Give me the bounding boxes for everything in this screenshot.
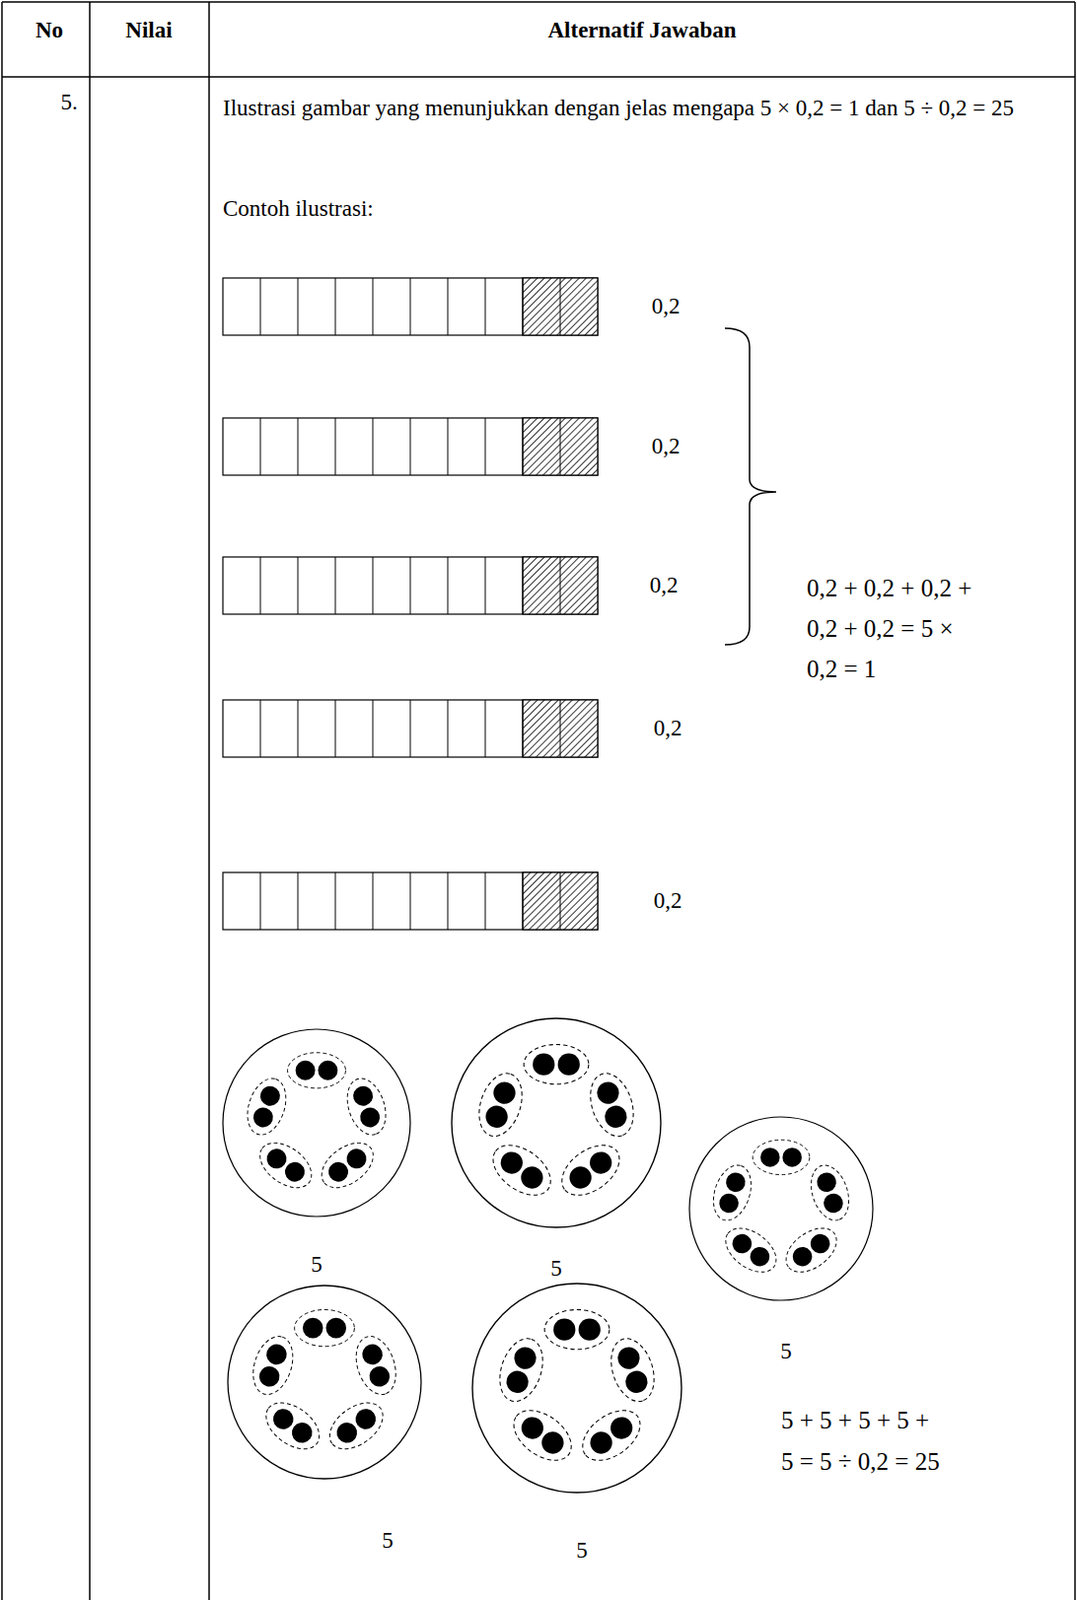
- dot-group-circle: [689, 1117, 873, 1301]
- fraction-bar: [222, 278, 598, 336]
- bar-value: 0,2: [651, 432, 681, 461]
- column-header: Alternatif Jawaban: [547, 16, 736, 45]
- column-header: No: [35, 16, 64, 45]
- fraction-bar: [222, 418, 598, 476]
- group-count: 5: [381, 1527, 394, 1556]
- dot-group-circle: [227, 1286, 422, 1480]
- dot-group-circle: [472, 1284, 682, 1494]
- sum-equation: 5 + 5 + 5 + 5 + 5 = 5 ÷ 0,2 = 25: [781, 1400, 947, 1484]
- group-count: 5: [780, 1338, 792, 1366]
- fraction-bar: [222, 557, 598, 615]
- fraction-bar: [222, 700, 598, 758]
- example-heading: Contoh ilustrasi:: [222, 195, 374, 223]
- row-number: 5.: [60, 88, 77, 117]
- column-header: Nilai: [125, 16, 172, 45]
- question-text: Ilustrasi gambar yang menunjukkan dengan…: [222, 87, 1064, 129]
- dot-group-circle: [222, 1029, 411, 1218]
- curly-bracket: [724, 328, 777, 646]
- dot-group-circle: [451, 1018, 661, 1228]
- sum-equation: 0,2 + 0,2 + 0,2 + 0,2 + 0,2 = 5 × 0,2 = …: [806, 568, 983, 690]
- bar-value: 0,2: [653, 887, 683, 916]
- bar-value: 0,2: [649, 572, 679, 600]
- group-count: 5: [575, 1537, 588, 1566]
- group-count: 5: [310, 1251, 323, 1280]
- group-count: 5: [550, 1255, 563, 1284]
- fraction-bar: [222, 872, 598, 931]
- bar-value: 0,2: [651, 292, 681, 321]
- bar-value: 0,2: [653, 715, 683, 743]
